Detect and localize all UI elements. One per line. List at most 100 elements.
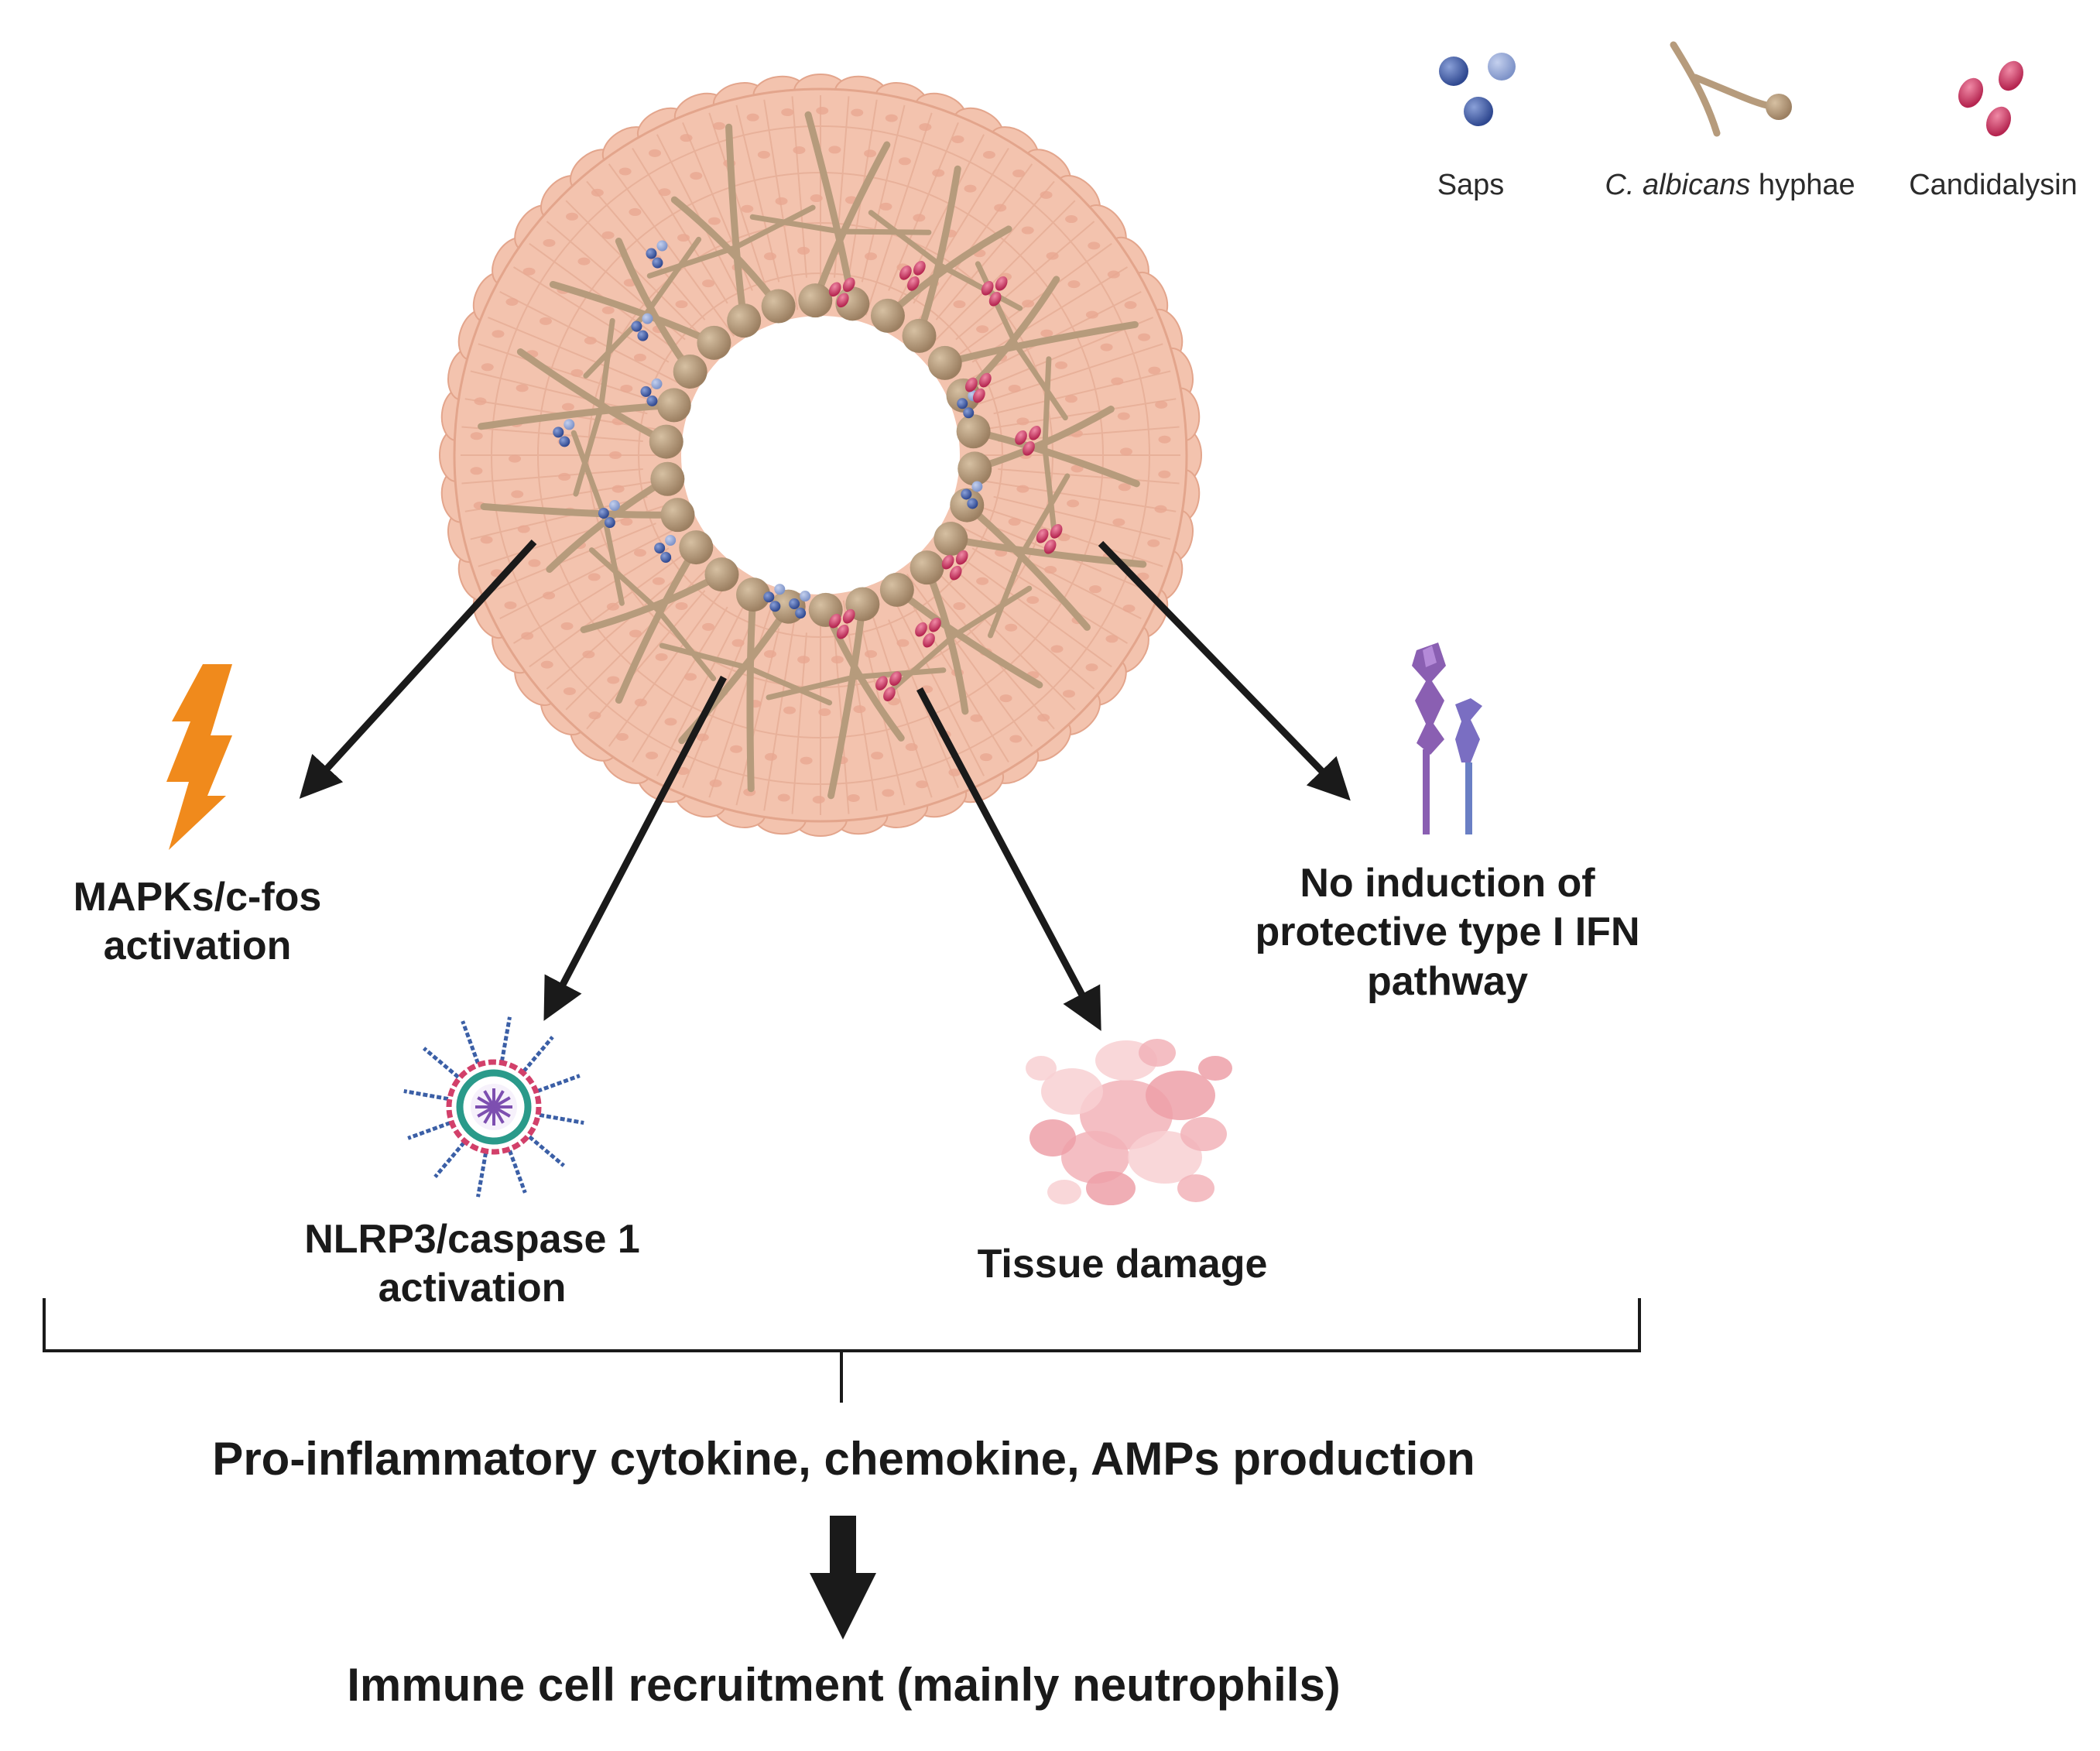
cell-nucleus (1107, 270, 1120, 279)
yeast-cell (697, 325, 731, 360)
hypha (963, 502, 1091, 631)
cell-nucleus (588, 573, 601, 581)
ifn-receptor-icon (1412, 642, 1482, 834)
cell-nucleus (618, 167, 632, 176)
cell-border (906, 574, 1033, 747)
cell-border (993, 370, 1171, 415)
cell-nucleus (480, 536, 493, 544)
cell-nucleus (746, 113, 759, 122)
damaged-tissue-fragment (1029, 1119, 1076, 1156)
cell-border (998, 468, 1180, 485)
candidalysin-particle (923, 632, 935, 648)
cell-nucleus (543, 591, 556, 600)
cell-nucleus (905, 743, 918, 752)
cell-nucleus (633, 353, 646, 362)
hypha-branch (588, 547, 661, 613)
yeast-cell (660, 498, 695, 533)
cell-border (735, 105, 780, 283)
cell-nucleus (800, 756, 813, 765)
cell-nucleus (1016, 485, 1029, 493)
cell-border (608, 574, 735, 747)
cell-nucleus (1040, 190, 1053, 199)
inflammasome-spoke (528, 1135, 566, 1167)
cell-nucleus (470, 432, 483, 440)
cell-nucleus (885, 114, 898, 122)
cell-nucleus (577, 257, 591, 266)
candidalysin-particle (929, 617, 941, 632)
arrow-to-nlrp3 (543, 675, 727, 1021)
inflammasome-spoke (536, 1074, 581, 1093)
cell-nucleus (655, 653, 668, 661)
yeast-cell (656, 388, 691, 423)
cell-nucleus (675, 601, 688, 610)
hypha (941, 320, 1139, 367)
arrow-to-ifn (1098, 540, 1351, 801)
cell-nucleus (646, 751, 659, 759)
cell-border (965, 477, 1177, 512)
inflammasome-core-spike (477, 1096, 495, 1109)
cell-nucleus (707, 217, 721, 225)
sap-particle (608, 500, 620, 512)
cell-nucleus (1085, 310, 1098, 319)
candidalysin-particle (1015, 430, 1027, 445)
cell-nucleus (781, 108, 794, 117)
cell-border (488, 523, 656, 594)
arrow-to-mapk (299, 539, 537, 799)
cell-nucleus (851, 108, 864, 117)
cell-nucleus (675, 300, 688, 309)
cell-nucleus (1065, 215, 1078, 224)
cell-border (861, 105, 906, 283)
cell-nucleus (649, 149, 662, 157)
hypha (670, 196, 783, 310)
cell-nucleus (1012, 170, 1026, 178)
cell-nucleus (976, 325, 989, 334)
cell-nucleus (684, 673, 697, 681)
cell-nucleus (1055, 361, 1068, 369)
cell-nucleus (570, 368, 584, 377)
hypha-branch (570, 430, 608, 519)
cell-nucleus (607, 676, 620, 684)
cell-nucleus (1089, 585, 1102, 594)
candidalysin-particle (889, 671, 902, 686)
cell-nucleus (1071, 464, 1084, 473)
hypha-branch (766, 673, 858, 701)
cell-nucleus (865, 252, 878, 261)
legend-hyphae-rest: hyphae (1750, 169, 1855, 201)
candidalysin-particle (949, 565, 962, 581)
sap-particle (631, 320, 642, 332)
cell-nucleus (712, 122, 725, 130)
cell-border (955, 570, 1095, 690)
candidalysin-particle (836, 293, 849, 308)
cell-border (888, 122, 959, 291)
cell-nucleus (606, 602, 619, 611)
sap-particle (800, 591, 811, 602)
cell-nucleus (543, 238, 556, 247)
yeast-cell (673, 354, 707, 389)
cell-border (586, 590, 706, 730)
hypha-branch (837, 228, 932, 235)
cell-nucleus (828, 146, 841, 154)
hypha-branch (1042, 444, 1058, 539)
hypha (827, 600, 866, 800)
cell-nucleus (1105, 635, 1119, 643)
hypha-branch (884, 632, 958, 697)
cell-nucleus (916, 780, 929, 789)
cell-border (955, 221, 1095, 341)
damaged-tissue-fragment (1086, 1171, 1136, 1205)
cell-nucleus (540, 660, 553, 669)
cell-nucleus (612, 485, 625, 493)
candidalysin-legend-icon (1958, 60, 2024, 137)
hypha (516, 348, 670, 446)
yeast-cell (650, 461, 685, 496)
cell-nucleus (919, 123, 932, 132)
hypha (893, 586, 1043, 689)
sap-particle (553, 427, 564, 438)
cell-nucleus (652, 577, 665, 585)
recruitment-text: Immune cell recruitment (mainly neutroph… (347, 1659, 1341, 1711)
hypha-branch (601, 512, 625, 606)
hypha-branch (951, 585, 1033, 639)
sap-particle (789, 598, 800, 610)
cell-nucleus (1119, 447, 1132, 456)
production-label: Pro-inflammatory cytokine, chemokine, AM… (62, 1431, 1626, 1487)
cell-border (998, 426, 1180, 442)
